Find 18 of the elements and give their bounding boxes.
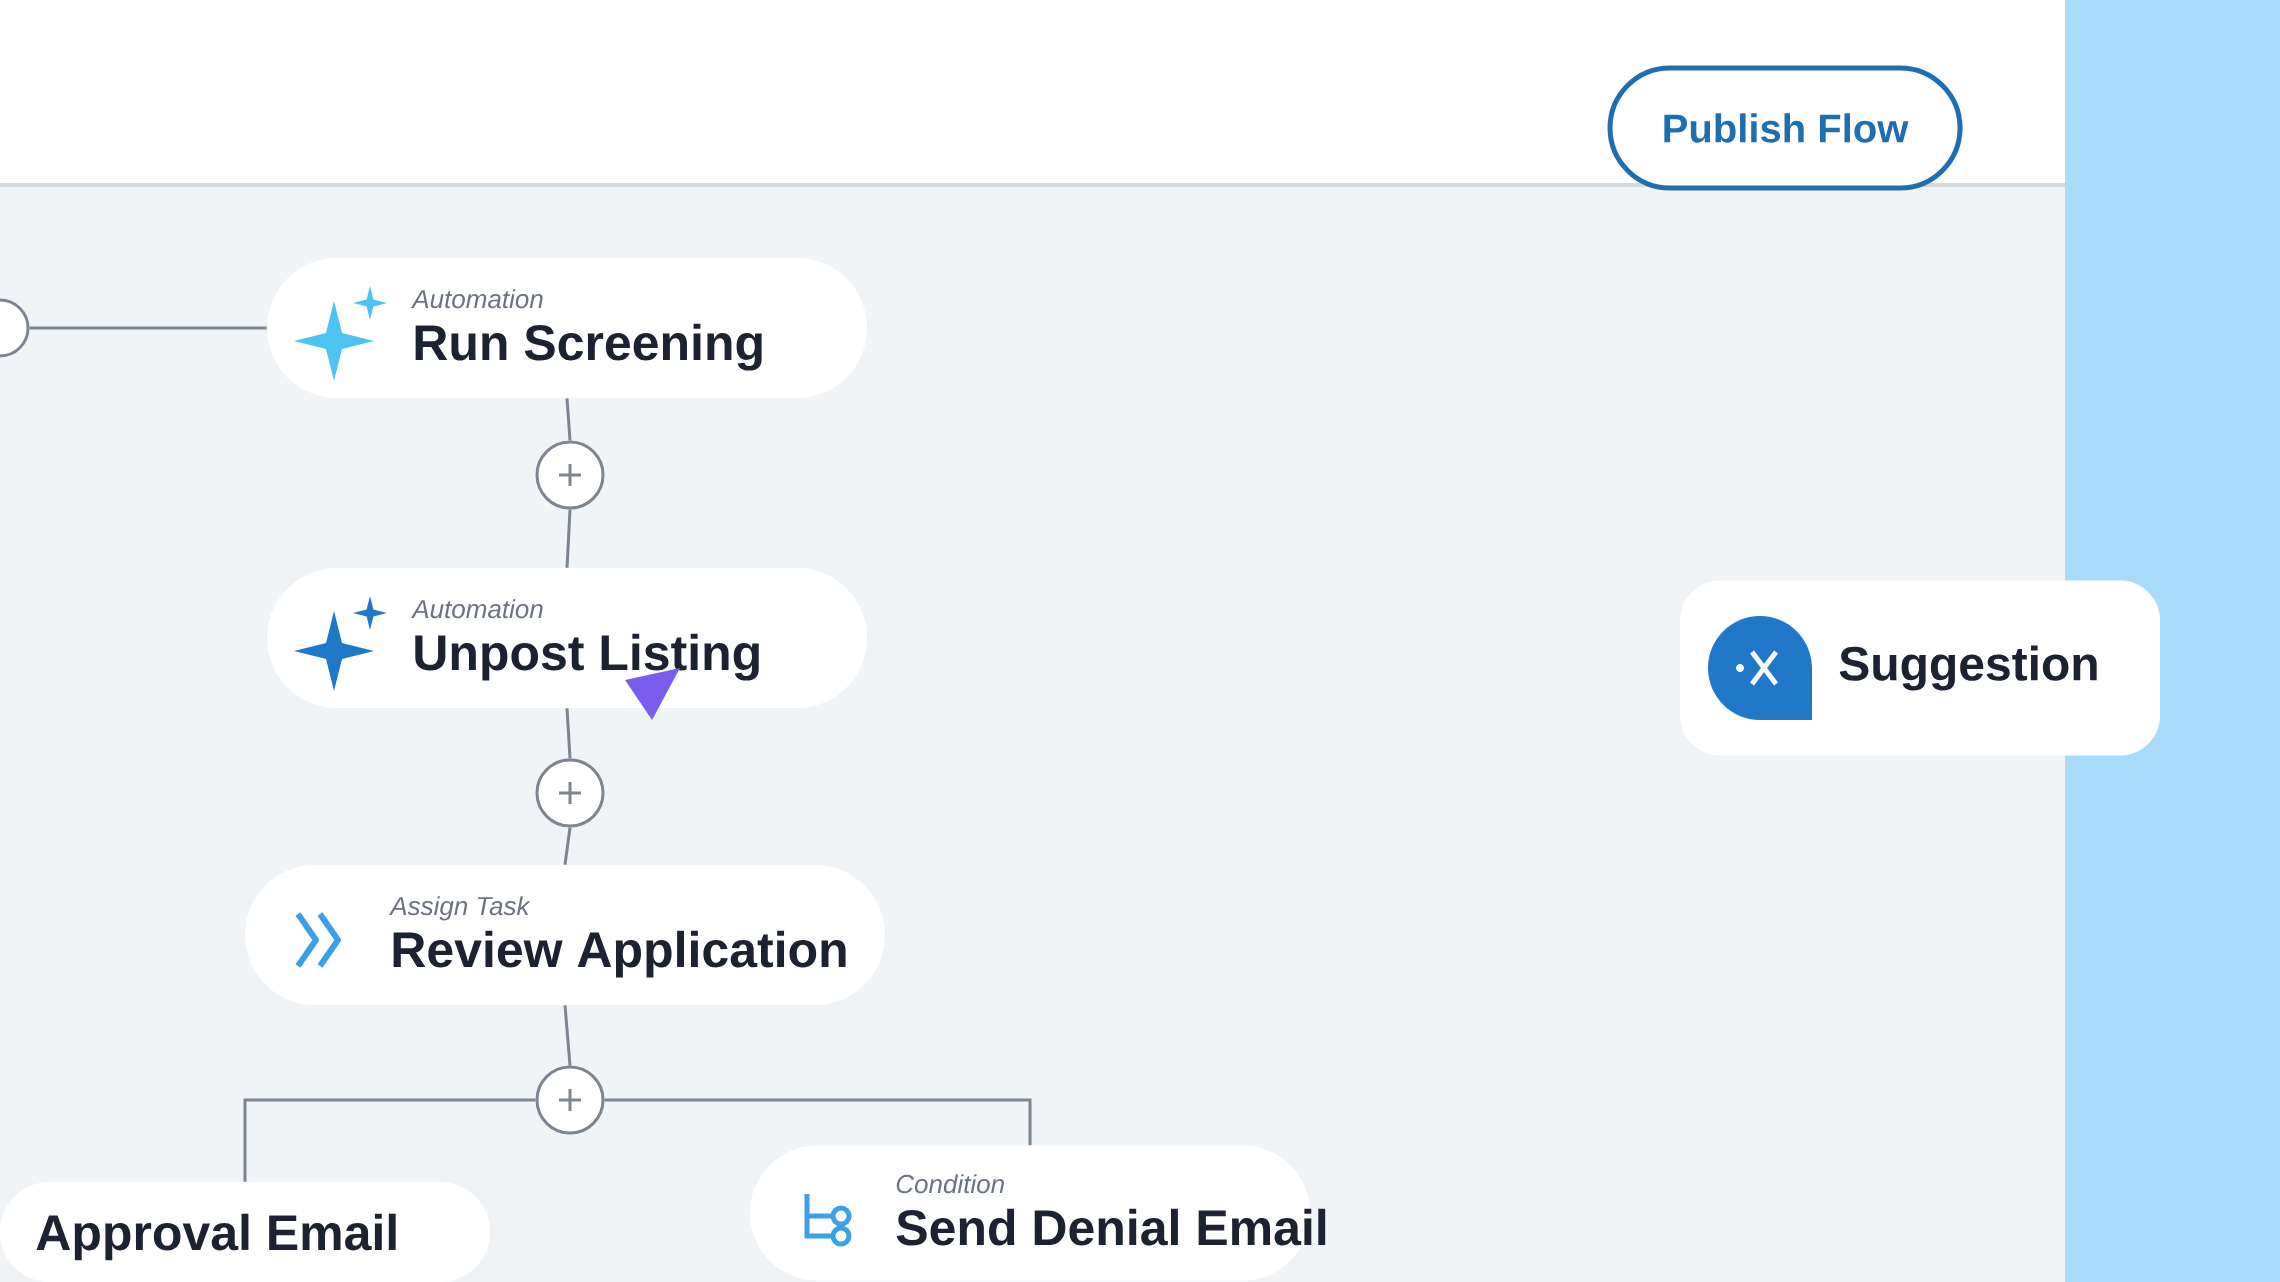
connector-line <box>604 1098 1032 1146</box>
step-card: Automation Unpost Listing <box>267 568 867 708</box>
suggestion-chip: Suggestion <box>1680 580 2161 756</box>
connector-line <box>563 827 572 865</box>
step-card: Condition Send Denial Email <box>750 1145 1326 1281</box>
connector-line <box>565 708 572 759</box>
step-card: Automation Run Screening <box>267 258 867 398</box>
connector-line <box>565 398 572 441</box>
publish-button: Publish Flow <box>1607 65 1963 191</box>
connector-line <box>563 1005 572 1066</box>
add-step-button <box>535 440 605 510</box>
add-step-button <box>535 1065 605 1135</box>
step-card: Approval Email <box>0 1182 490 1282</box>
add-step-button <box>535 758 605 828</box>
connector-line <box>243 1098 536 1182</box>
connector-line <box>29 326 267 330</box>
connector-line <box>565 509 572 568</box>
step-card: Assign Task Review Application <box>245 865 885 1005</box>
